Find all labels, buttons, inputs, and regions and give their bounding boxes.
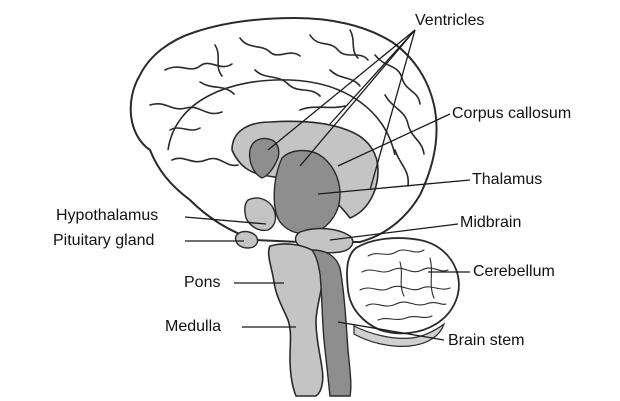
leader-brain-stem xyxy=(337,321,445,341)
label-ventricles: Ventricles xyxy=(415,12,485,29)
label-hypothalamus: Hypothalamus xyxy=(56,207,159,224)
label-corpus-callosum: Corpus callosum xyxy=(452,105,572,122)
label-medulla: Medulla xyxy=(165,318,222,335)
label-pons: Pons xyxy=(184,274,221,291)
label-cerebellum: Cerebellum xyxy=(473,263,555,280)
limbic-arc xyxy=(167,79,396,156)
ventricles xyxy=(248,137,280,179)
leader-midbrain xyxy=(329,223,459,241)
leader-hypothalamus xyxy=(184,216,267,225)
brainstem-body xyxy=(267,243,324,397)
cerebellum-folia xyxy=(359,249,451,321)
thalamus xyxy=(273,149,341,235)
cerebellum-lower-band xyxy=(353,322,446,347)
pituitary-gland xyxy=(234,230,259,249)
label-brain-stem: Brain stem xyxy=(448,332,525,349)
label-midbrain: Midbrain xyxy=(460,214,522,231)
label-thalamus: Thalamus xyxy=(472,171,543,188)
brain-stem xyxy=(310,249,352,397)
midbrain xyxy=(294,227,354,254)
leader-corpus-callosum xyxy=(337,113,451,167)
leader-thalamus xyxy=(317,179,471,195)
leader-ventricles-d xyxy=(369,29,416,191)
cerebral-gyri xyxy=(149,29,425,187)
leader-ventricles-b xyxy=(299,29,416,167)
label-pituitary-gland: Pituitary gland xyxy=(53,232,155,249)
leader-lines xyxy=(184,29,471,341)
leader-ventricles-c xyxy=(329,29,416,125)
leader-ventricles-a xyxy=(267,29,416,151)
